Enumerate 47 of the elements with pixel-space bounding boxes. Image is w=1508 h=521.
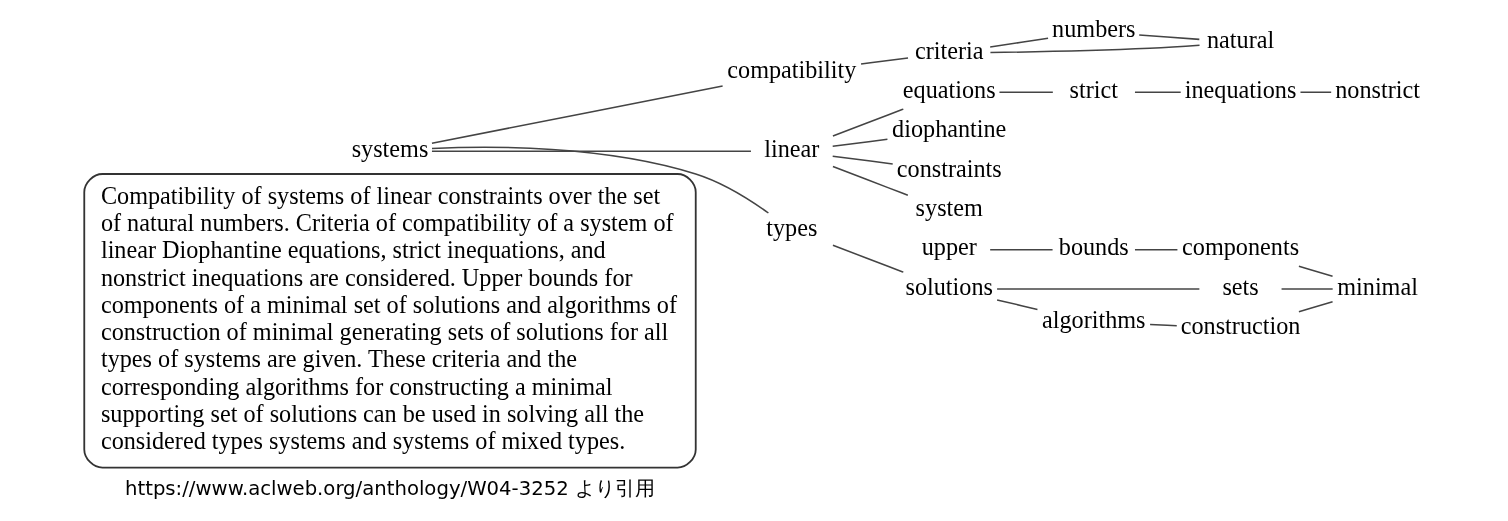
node-text: natural (1206, 25, 1275, 53)
connector (831, 155, 894, 165)
connector (832, 107, 905, 137)
connector (431, 150, 752, 152)
connector (832, 243, 905, 273)
node-text: construction (1180, 311, 1301, 339)
node-text: sets (1222, 272, 1259, 300)
node-text: constraints (896, 154, 1002, 182)
node-text: solutions (905, 272, 993, 300)
connector (989, 37, 1049, 48)
connector (860, 56, 909, 65)
connector (431, 146, 770, 214)
node-text: diophantine (892, 114, 1007, 142)
node-text: equations (902, 75, 996, 103)
connector (996, 298, 1039, 310)
connector (989, 44, 1201, 53)
node-text: upper (921, 232, 977, 260)
connector (998, 91, 1054, 93)
connector (1138, 33, 1201, 40)
connector (831, 138, 889, 147)
node-box: Compatibility of systems of linear constraints over the set of natural numbers. Criteria of compatibility of a system of linear Diophantine equations, strict inequations, and nonstrict inequations are considered. Upper bounds for components of a minimal set of solutions and algorithms of construction of minimal generating sets of solutions for all types of systems are given. These criteria and the corresponding algorithms for constructing a minimal supporting set of solutions can be used in solving all the considered types systems and systems of mixed types. (83, 172, 697, 468)
connector (989, 248, 1054, 250)
connector (832, 165, 909, 196)
connector (1149, 323, 1178, 326)
node-text: numbers (1052, 14, 1136, 42)
connector (996, 287, 1201, 290)
connector (1299, 91, 1332, 93)
node-text: compatibility (727, 55, 857, 83)
connector (1134, 248, 1179, 250)
node-text: strict (1069, 75, 1118, 103)
node-text: criteria (914, 36, 984, 64)
node-text: system (915, 193, 983, 221)
label: https://www.aclweb.org/anthology/W04-3252 より引用 (125, 476, 655, 500)
node-text: minimal (1337, 272, 1418, 300)
node-text: nonstrict (1335, 75, 1420, 103)
connector (1280, 287, 1334, 290)
connector (1298, 265, 1334, 277)
node-text: inequations (1184, 75, 1297, 103)
node-text: types (766, 213, 818, 241)
node-text: linear (764, 134, 820, 162)
connector (1298, 300, 1334, 312)
connector (1134, 91, 1182, 93)
node-text: components (1182, 232, 1300, 260)
node-text: bounds (1058, 232, 1129, 260)
node-text: algorithms (1042, 305, 1146, 333)
node-text: systems (351, 134, 429, 162)
connector (431, 84, 724, 144)
